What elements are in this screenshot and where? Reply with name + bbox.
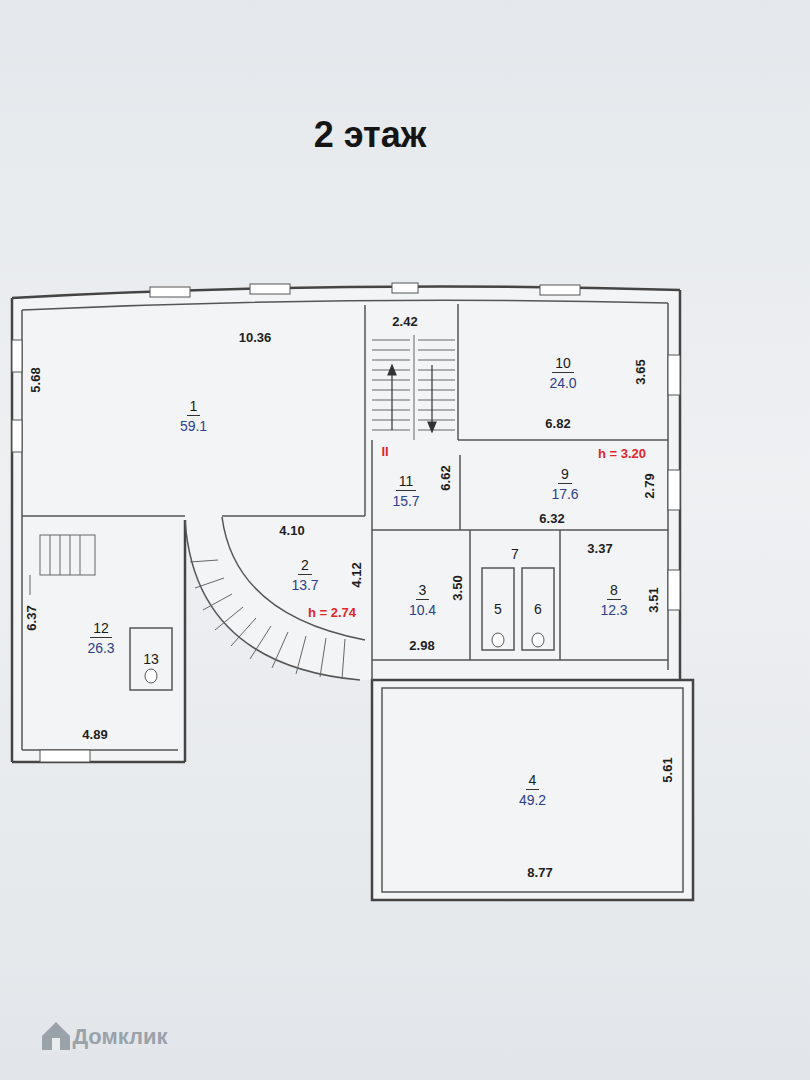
room-area: 13 bbox=[130, 628, 172, 690]
room-area-value: 15.7 bbox=[389, 491, 422, 510]
room-number: 10 bbox=[552, 354, 574, 373]
room-number: 8 bbox=[607, 581, 621, 600]
room-area-value: 12.3 bbox=[597, 600, 630, 619]
dimension-label: 4.12 bbox=[350, 561, 364, 588]
room-number: 4 bbox=[526, 771, 540, 790]
room-area: 5 bbox=[482, 568, 514, 650]
dimension-label: 3.50 bbox=[451, 574, 465, 601]
dimension-label: 5.61 bbox=[661, 756, 675, 783]
room-area-value: 17.6 bbox=[548, 484, 581, 503]
room-note: h = 3.20 bbox=[597, 447, 647, 461]
room-number: 11 bbox=[396, 472, 417, 491]
room-number: 6 bbox=[531, 600, 545, 618]
room-number: 1 bbox=[187, 397, 201, 416]
watermark: Домклик bbox=[71, 1024, 168, 1050]
dimension-label: 3.37 bbox=[586, 542, 613, 556]
room-area: 1115.7 bbox=[372, 455, 440, 527]
dimension-label: 8.77 bbox=[526, 866, 553, 880]
dimension-label: 6.32 bbox=[538, 512, 565, 526]
room-area: 1226.3 13 bbox=[22, 528, 180, 748]
room-area-value: 49.2 bbox=[516, 790, 549, 809]
room-number: 3 bbox=[416, 581, 430, 600]
dimension-label: 6.62 bbox=[439, 464, 453, 491]
room-area-value: 59.1 bbox=[177, 416, 210, 435]
dimension-label: 3.65 bbox=[634, 358, 648, 385]
dimension-label: 5.68 bbox=[29, 366, 43, 393]
room-number: 2 bbox=[298, 556, 312, 575]
plan-title: 2 этаж bbox=[314, 114, 427, 156]
dimension-label: 3.51 bbox=[647, 586, 661, 613]
room-number: 12 bbox=[90, 619, 112, 638]
room-area-value: 26.3 bbox=[84, 638, 117, 657]
room-area-value: 13.7 bbox=[288, 575, 321, 594]
dimension-label: 2.98 bbox=[408, 639, 435, 653]
dimension-label: 10.36 bbox=[238, 331, 273, 345]
room-area: 7 bbox=[470, 540, 560, 568]
room-number: 13 bbox=[140, 650, 162, 668]
room-area: 159.1 bbox=[22, 316, 365, 516]
dimension-label: 6.82 bbox=[544, 417, 571, 431]
dimension-label: 4.10 bbox=[278, 524, 305, 538]
room-area-value: 24.0 bbox=[546, 373, 579, 392]
dimension-label: 2.79 bbox=[643, 472, 657, 499]
room-number: 9 bbox=[558, 465, 572, 484]
dimension-label: 2.42 bbox=[391, 315, 418, 329]
room-number: 5 bbox=[491, 600, 505, 618]
dimension-label: 6.37 bbox=[25, 604, 39, 631]
room-area: 6 bbox=[522, 568, 554, 650]
room-area-value: 10.4 bbox=[406, 600, 439, 619]
room-number: 7 bbox=[508, 545, 522, 563]
room-note: II bbox=[380, 445, 389, 459]
room-area: 449.2 bbox=[382, 688, 683, 892]
room-note: h = 2.74 bbox=[307, 606, 357, 620]
dimension-label: 4.89 bbox=[81, 728, 108, 742]
